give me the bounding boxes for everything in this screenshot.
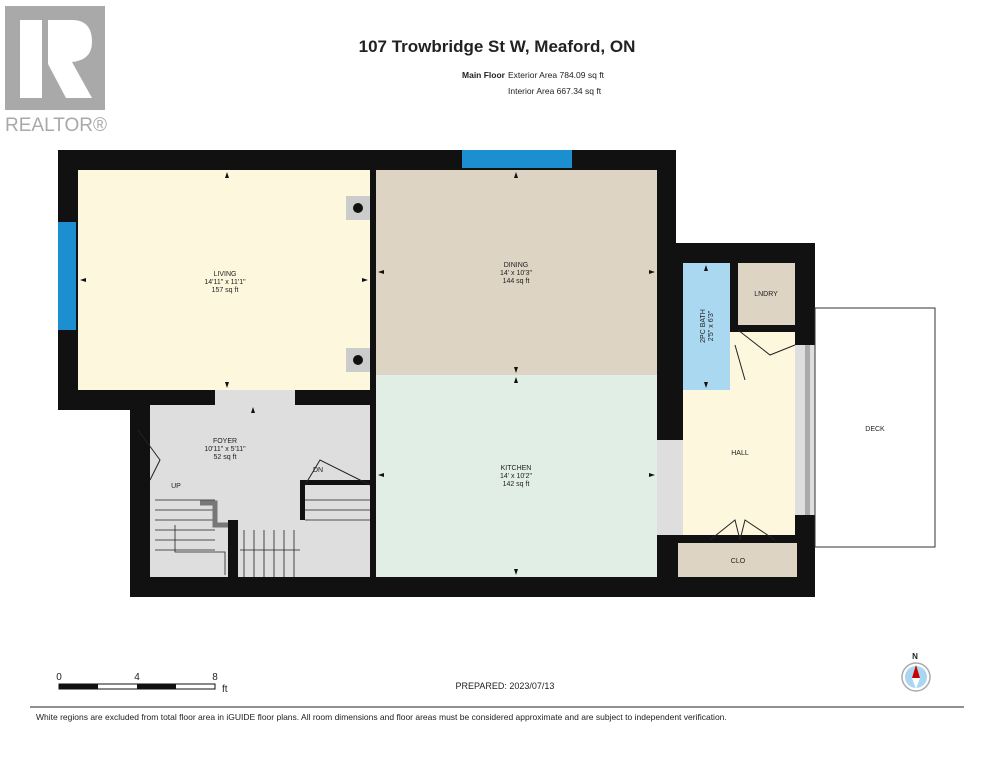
living-dims: 14'11" x 11'1" bbox=[204, 279, 246, 286]
room-kitchen bbox=[376, 375, 657, 577]
living-name: LIVING bbox=[214, 271, 237, 278]
doors bbox=[137, 329, 796, 541]
foyer-name: FOYER bbox=[213, 438, 237, 445]
interior-area: Interior Area 667.34 sq ft bbox=[508, 86, 602, 96]
scale-bar: 0 4 8 ft bbox=[56, 672, 228, 695]
room-dining bbox=[376, 170, 657, 375]
window-left bbox=[58, 222, 76, 330]
kitchen-area: 142 sq ft bbox=[503, 481, 530, 488]
realtor-logo: REALTOR® bbox=[5, 6, 107, 136]
realtor-logo-text: REALTOR® bbox=[5, 115, 107, 136]
room-living bbox=[78, 170, 370, 390]
disclaimer: White regions are excluded from total fl… bbox=[36, 712, 727, 722]
compass-icon: N bbox=[901, 652, 931, 692]
living-area: 157 sq ft bbox=[212, 287, 239, 294]
deck-name: DECK bbox=[865, 426, 885, 433]
foyer-area: 52 sq ft bbox=[214, 454, 237, 461]
closet-name: CLO bbox=[731, 558, 746, 565]
dining-dims: 14' x 10'3" bbox=[500, 270, 533, 277]
dining-area: 144 sq ft bbox=[503, 278, 530, 285]
bath-dims: 2'5" x 6'3" bbox=[708, 310, 715, 341]
dining-name: DINING bbox=[504, 262, 529, 269]
stairs bbox=[155, 499, 370, 577]
kitchen-dims: 14' x 10'2" bbox=[500, 473, 533, 480]
compass-north-label: N bbox=[912, 652, 918, 661]
exterior-area: Exterior Area 784.09 sq ft bbox=[508, 70, 605, 80]
prepared-date: PREPARED: 2023/07/13 bbox=[456, 681, 555, 691]
kitchen-name: KITCHEN bbox=[501, 465, 532, 472]
laundry-name: LNDRY bbox=[754, 291, 778, 298]
scale-tick-0: 0 bbox=[56, 672, 62, 683]
floor-name: Main Floor bbox=[462, 70, 506, 80]
scale-tick-4: 4 bbox=[134, 672, 140, 683]
stairs-up-label: UP bbox=[171, 483, 181, 490]
scale-tick-8: 8 bbox=[212, 672, 218, 683]
stairs-down-label: DN bbox=[313, 467, 323, 474]
room-laundry bbox=[738, 263, 795, 325]
scale-unit: ft bbox=[222, 684, 228, 695]
hall-name: HALL bbox=[731, 450, 749, 457]
window-top bbox=[462, 150, 572, 168]
page-title: 107 Trowbridge St W, Meaford, ON bbox=[359, 37, 636, 56]
dimension-arrows bbox=[80, 172, 708, 575]
foyer-dims: 10'11" x 5'11" bbox=[204, 446, 246, 453]
bath-name: 2PC BATH bbox=[700, 309, 707, 343]
deck bbox=[814, 307, 936, 548]
room-closet bbox=[678, 543, 797, 577]
